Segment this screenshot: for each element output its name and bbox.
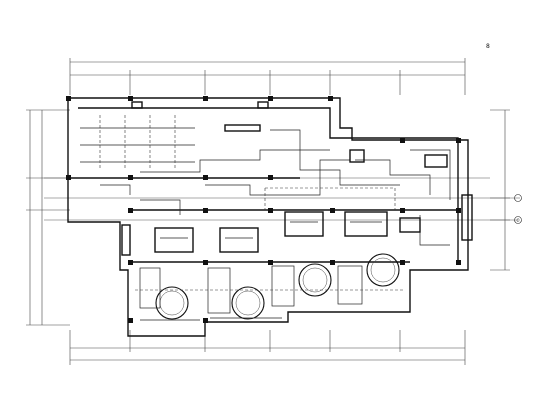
equipment-panels xyxy=(154,149,448,253)
axis-bubble-label: C xyxy=(517,218,520,223)
lighting-rows xyxy=(80,101,269,170)
structural-columns xyxy=(66,96,461,323)
axis-grid xyxy=(44,177,520,221)
building-outline xyxy=(67,97,473,337)
circular-tanks xyxy=(155,253,400,320)
wiring-runs xyxy=(100,129,451,246)
corner-mark: 8 xyxy=(486,43,490,50)
top-dimension-lines xyxy=(69,58,466,95)
axis-bubbles: C xyxy=(514,194,522,224)
bottom-dimension-lines xyxy=(69,330,466,365)
lower-room-partitions xyxy=(135,265,405,321)
side-dimension-lines xyxy=(26,109,510,326)
